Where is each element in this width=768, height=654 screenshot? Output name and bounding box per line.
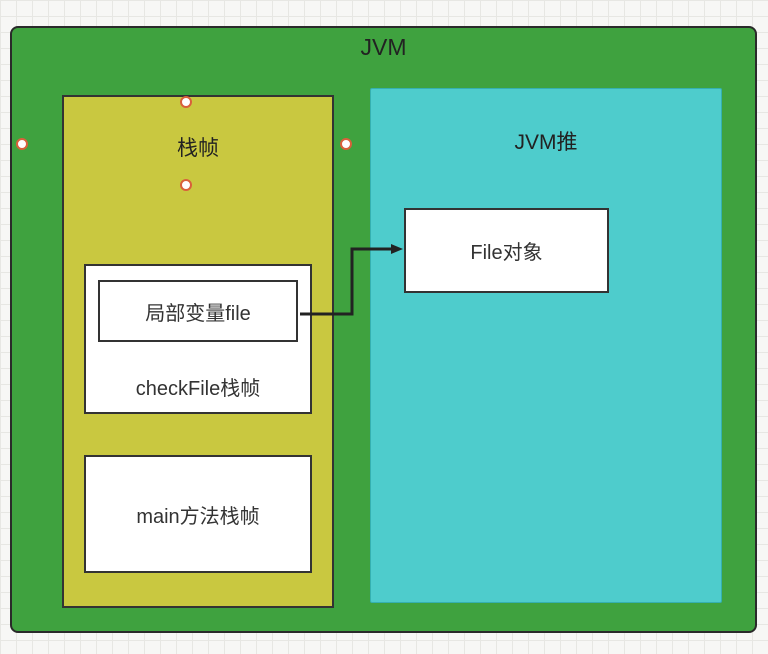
main-frame-box[interactable]: main方法栈帧 [84,455,312,573]
checkfile-frame-label: checkFile栈帧 [135,378,261,400]
jvm-label: JVM [360,34,407,60]
heap-box[interactable] [370,88,722,603]
file-object-label: File对象 [470,242,543,264]
selection-handle-left[interactable] [16,138,28,150]
local-variable-box[interactable]: 局部变量file [98,280,298,342]
selection-handle-middle[interactable] [180,179,192,191]
selection-handle-top[interactable] [180,96,192,108]
file-object-box[interactable]: File对象 [404,208,609,293]
local-variable-label: 局部变量file [145,302,251,325]
heap-label: JVM推 [514,131,578,154]
selection-handle-right[interactable] [340,138,352,150]
main-frame-label: main方法栈帧 [136,505,260,528]
stack-frame-label: 栈帧 [177,137,219,160]
